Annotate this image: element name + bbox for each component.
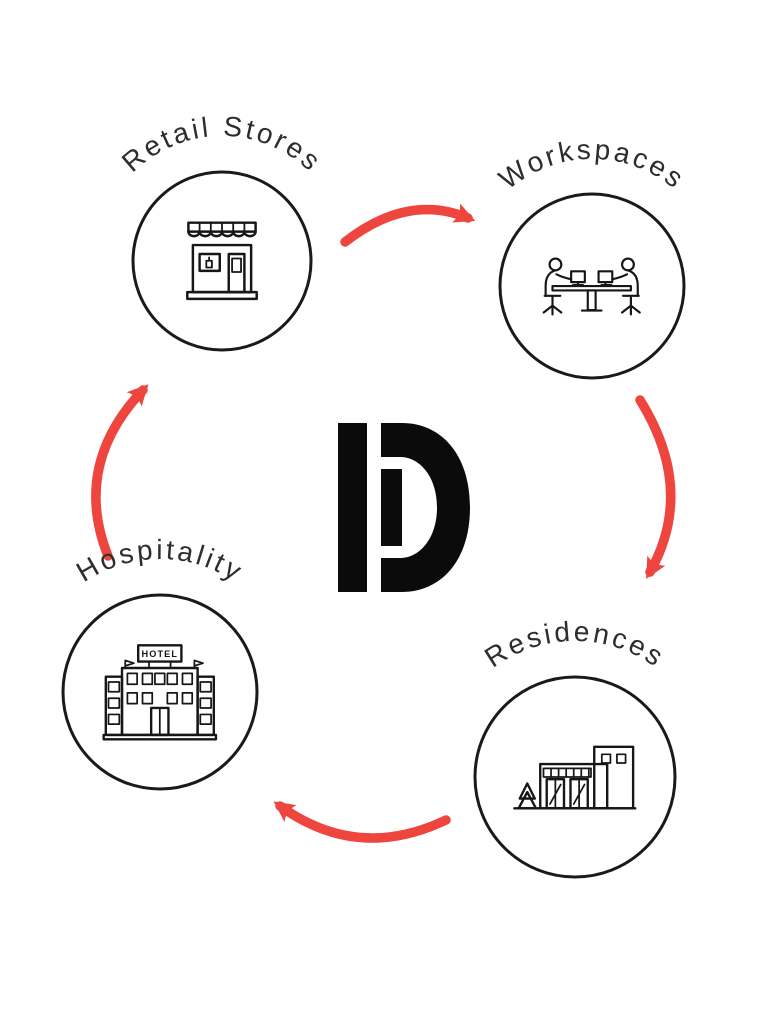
node-residences: Residences bbox=[473, 616, 677, 879]
hotel-building-icon: HOTEL bbox=[102, 644, 218, 741]
residences-label: Residences bbox=[479, 616, 671, 674]
arrow-hospitality-to-retail bbox=[91, 384, 149, 561]
people-at-desk-icon bbox=[542, 257, 641, 316]
brand-logo-d bbox=[338, 423, 470, 592]
retail-stores-circle bbox=[131, 170, 313, 352]
cycle-arrows bbox=[91, 203, 676, 843]
logo-d-bowl bbox=[381, 423, 470, 592]
arrow-retail-to-workspaces bbox=[340, 203, 476, 247]
logo-left-bar bbox=[338, 423, 367, 592]
node-retail-stores: Retail Stores bbox=[116, 111, 328, 352]
node-workspaces: Workspaces bbox=[493, 134, 691, 380]
modern-building-icon bbox=[513, 745, 637, 810]
hospitality-circle bbox=[61, 593, 259, 791]
storefront-icon bbox=[186, 221, 258, 301]
workspaces-label: Workspaces bbox=[493, 134, 691, 196]
node-hospitality: Hospitality HOTEL bbox=[61, 534, 259, 791]
arrow-workspaces-to-residences bbox=[635, 395, 676, 579]
hotel-sign-text: HOTEL bbox=[142, 649, 178, 659]
hospitality-label: Hospitality bbox=[71, 534, 249, 588]
logo-d-stem bbox=[381, 469, 402, 546]
arrow-residences-to-hospitality bbox=[273, 801, 451, 843]
retail-stores-label: Retail Stores bbox=[116, 111, 328, 178]
